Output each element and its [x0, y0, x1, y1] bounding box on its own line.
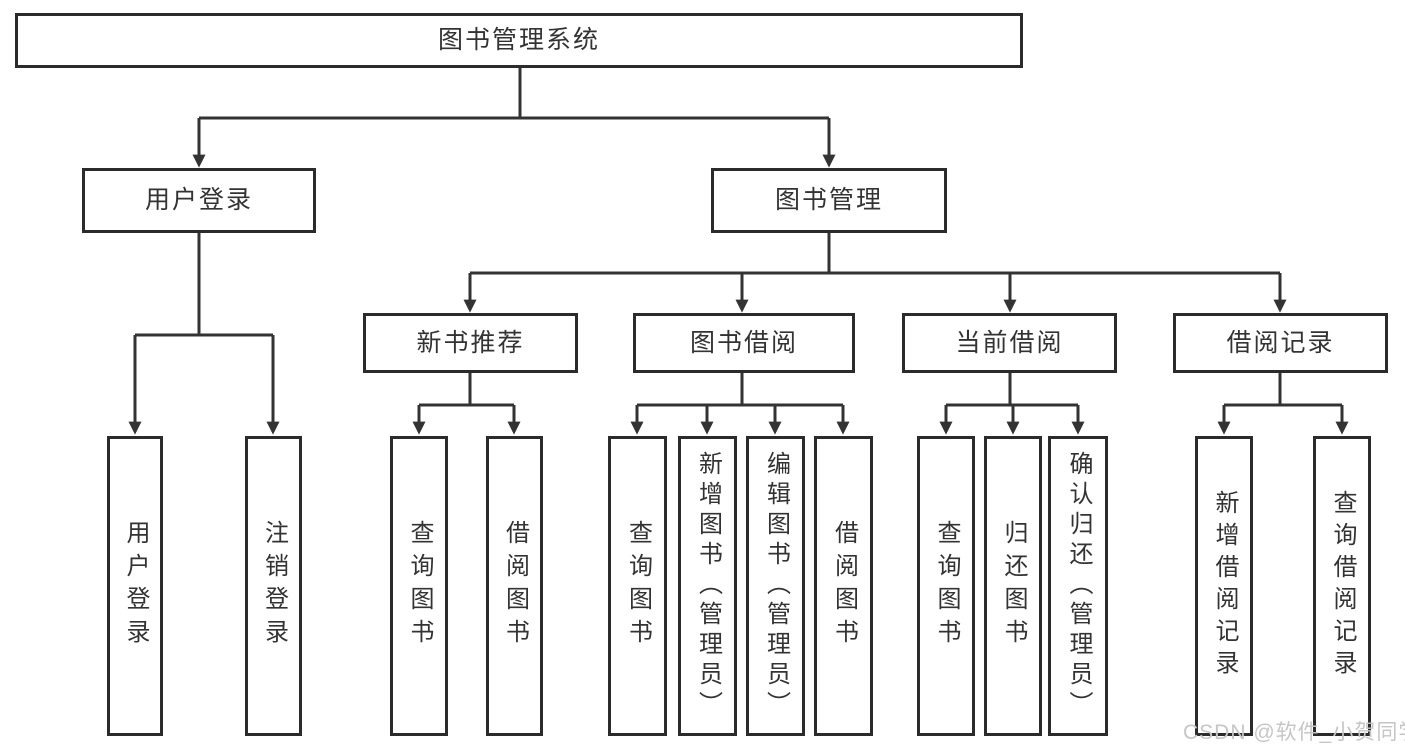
leaf-query-borrow-record: 查询借阅记录	[1313, 436, 1371, 736]
leaf-edit-books-admin-label: 编辑图书（管理员）	[762, 451, 790, 721]
leaf-add-borrow-record-label: 新增借阅记录	[1211, 490, 1238, 682]
leaf-user-login-label: 用户登录	[122, 520, 149, 652]
leaf-confirm-return-admin: 确认归还（管理员）	[1048, 436, 1108, 736]
node-book-management: 图书管理	[711, 168, 947, 233]
leaf-return-books: 归还图书	[984, 436, 1042, 736]
leaf-user-login: 用户登录	[107, 436, 163, 736]
node-book-borrowing: 图书借阅	[633, 313, 855, 373]
leaf-borrow-books: 借阅图书	[814, 436, 873, 736]
leaf-logout: 注销登录	[245, 436, 302, 736]
leaf-add-borrow-record: 新增借阅记录	[1195, 436, 1253, 736]
leaf-logout-label: 注销登录	[260, 520, 288, 652]
leaf-query-books-current-label: 查询图书	[933, 520, 960, 652]
node-book-borrowing-label: 图书借阅	[689, 328, 798, 357]
node-book-management-label: 图书管理	[774, 186, 883, 214]
node-user-login-label: 用户登录	[144, 186, 253, 214]
leaf-borrow-books-newrec: 借阅图书	[486, 436, 543, 736]
csdn-watermark: CSDN @软件_小贺同学	[1183, 721, 1405, 744]
leaf-edit-books-admin: 编辑图书（管理员）	[746, 436, 805, 736]
node-user-login: 用户登录	[82, 168, 316, 233]
leaf-confirm-return-admin-label: 确认归还（管理员）	[1065, 451, 1092, 721]
node-borrowing-record: 借阅记录	[1173, 313, 1388, 373]
node-current-borrowing-label: 当前借阅	[955, 328, 1064, 357]
leaf-add-books-admin-label: 新增图书（管理员）	[694, 451, 722, 721]
leaf-add-books-admin: 新增图书（管理员）	[678, 436, 737, 736]
leaf-query-books-newrec: 查询图书	[390, 436, 448, 736]
node-borrowing-record-label: 借阅记录	[1226, 328, 1335, 357]
node-root-system: 图书管理系统	[15, 13, 1023, 68]
leaf-query-books-current: 查询图书	[917, 436, 975, 736]
leaf-borrow-books-newrec-label: 借阅图书	[501, 520, 529, 652]
leaf-return-books-label: 归还图书	[1000, 520, 1027, 652]
node-root-system-label: 图书管理系统	[437, 26, 600, 54]
leaf-query-borrow-record-label: 查询借阅记录	[1329, 490, 1356, 682]
node-new-book-recommendation-label: 新书推荐	[416, 328, 525, 357]
leaf-query-books-borrow: 查询图书	[608, 436, 667, 736]
leaf-borrow-books-label: 借阅图书	[830, 520, 858, 652]
node-current-borrowing: 当前借阅	[902, 313, 1117, 373]
node-new-book-recommendation: 新书推荐	[363, 313, 578, 373]
leaf-query-books-borrow-label: 查询图书	[624, 520, 652, 652]
leaf-query-books-newrec-label: 查询图书	[406, 520, 433, 652]
